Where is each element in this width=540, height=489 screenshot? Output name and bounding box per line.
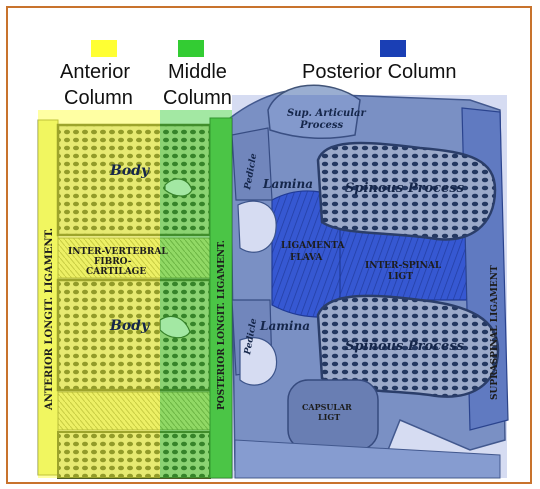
intervertebral-label-2: FIBRO- [94, 257, 132, 267]
capsular-label-1: CAPSULAR [302, 402, 352, 412]
spinous-process-label-bottom: Spinous Process [345, 339, 465, 354]
interspinal-label-2: LIGT [388, 272, 413, 282]
intervertebral-label-1: INTER-VERTEBRAL [68, 247, 168, 257]
lamina-label-top: Lamina [262, 177, 313, 191]
supraspinal-ligament-label: SUPRASPINAL LIGAMENT [490, 265, 500, 400]
intervertebral-label-3: CARTILAGE [86, 267, 146, 277]
superior-articular-label-1: Sup. Articular [287, 108, 367, 119]
anterior-ligament-label: ANTERIOR LONGIT. LIGAMENT. [44, 228, 55, 411]
superior-articular-label-2: Process [299, 120, 344, 131]
interspinal-label-1: INTER-SPINAL [365, 261, 442, 271]
ligamenta-flava-label-1: LIGAMENTA [281, 241, 345, 251]
body-label-top: Body [109, 163, 150, 179]
spinous-process-label-top: Spinous Process [345, 181, 465, 196]
lamina-label-bottom: Lamina [259, 319, 310, 333]
posterior-ligament-label: POSTERIOR LONGIT. LIGAMENT. [217, 240, 227, 410]
posterior-column-overlay [232, 95, 507, 478]
body-label-bottom: Body [109, 318, 150, 334]
ligamenta-flava-label-2: FLAVA [290, 253, 323, 263]
capsular-label-2: LIGT [318, 412, 340, 422]
